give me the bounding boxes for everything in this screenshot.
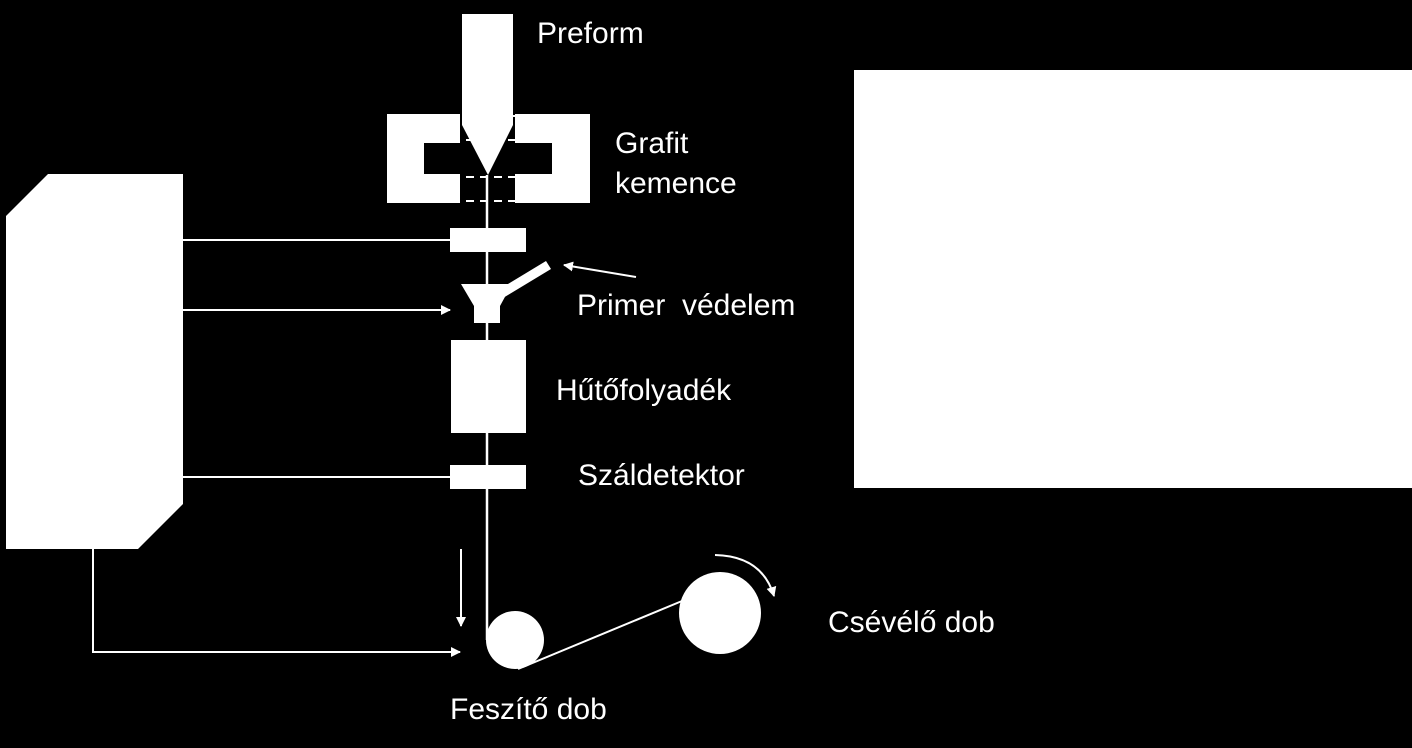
primary-coating-cup (461, 284, 512, 323)
label-preform: Preform (537, 17, 644, 50)
label-csevelo-dob: Csévélő dob (828, 606, 995, 639)
label-primer-vedelem: Primer védelem (577, 289, 795, 322)
fiber-between-drums (517, 600, 683, 670)
diameter-sensor (450, 228, 526, 252)
blank-panel (854, 70, 1412, 488)
label-feszito-dob: Feszítő dob (450, 693, 607, 726)
label-hutofolyadek: Hűtőfolyadék (556, 374, 732, 407)
label-grafit-line1: Grafit (615, 127, 689, 160)
coolant-block (451, 340, 526, 433)
furnace-dashed-lines (452, 115, 526, 202)
tension-drum (486, 611, 544, 669)
rotation-arrow (714, 554, 777, 597)
fiber-detector (450, 465, 526, 489)
coating-feed-pipe (498, 261, 551, 298)
preform-rod (462, 14, 513, 175)
winding-drum (679, 572, 761, 654)
control-line-capstan (92, 549, 461, 657)
control-unit (6, 174, 183, 549)
primer-vedelem-pointer (563, 261, 637, 278)
graphite-furnace-right (515, 114, 590, 203)
label-szaldetektor: Száldetektor (578, 459, 745, 492)
graphite-furnace-left (387, 114, 460, 203)
label-grafit-line2: kemence (615, 167, 737, 200)
